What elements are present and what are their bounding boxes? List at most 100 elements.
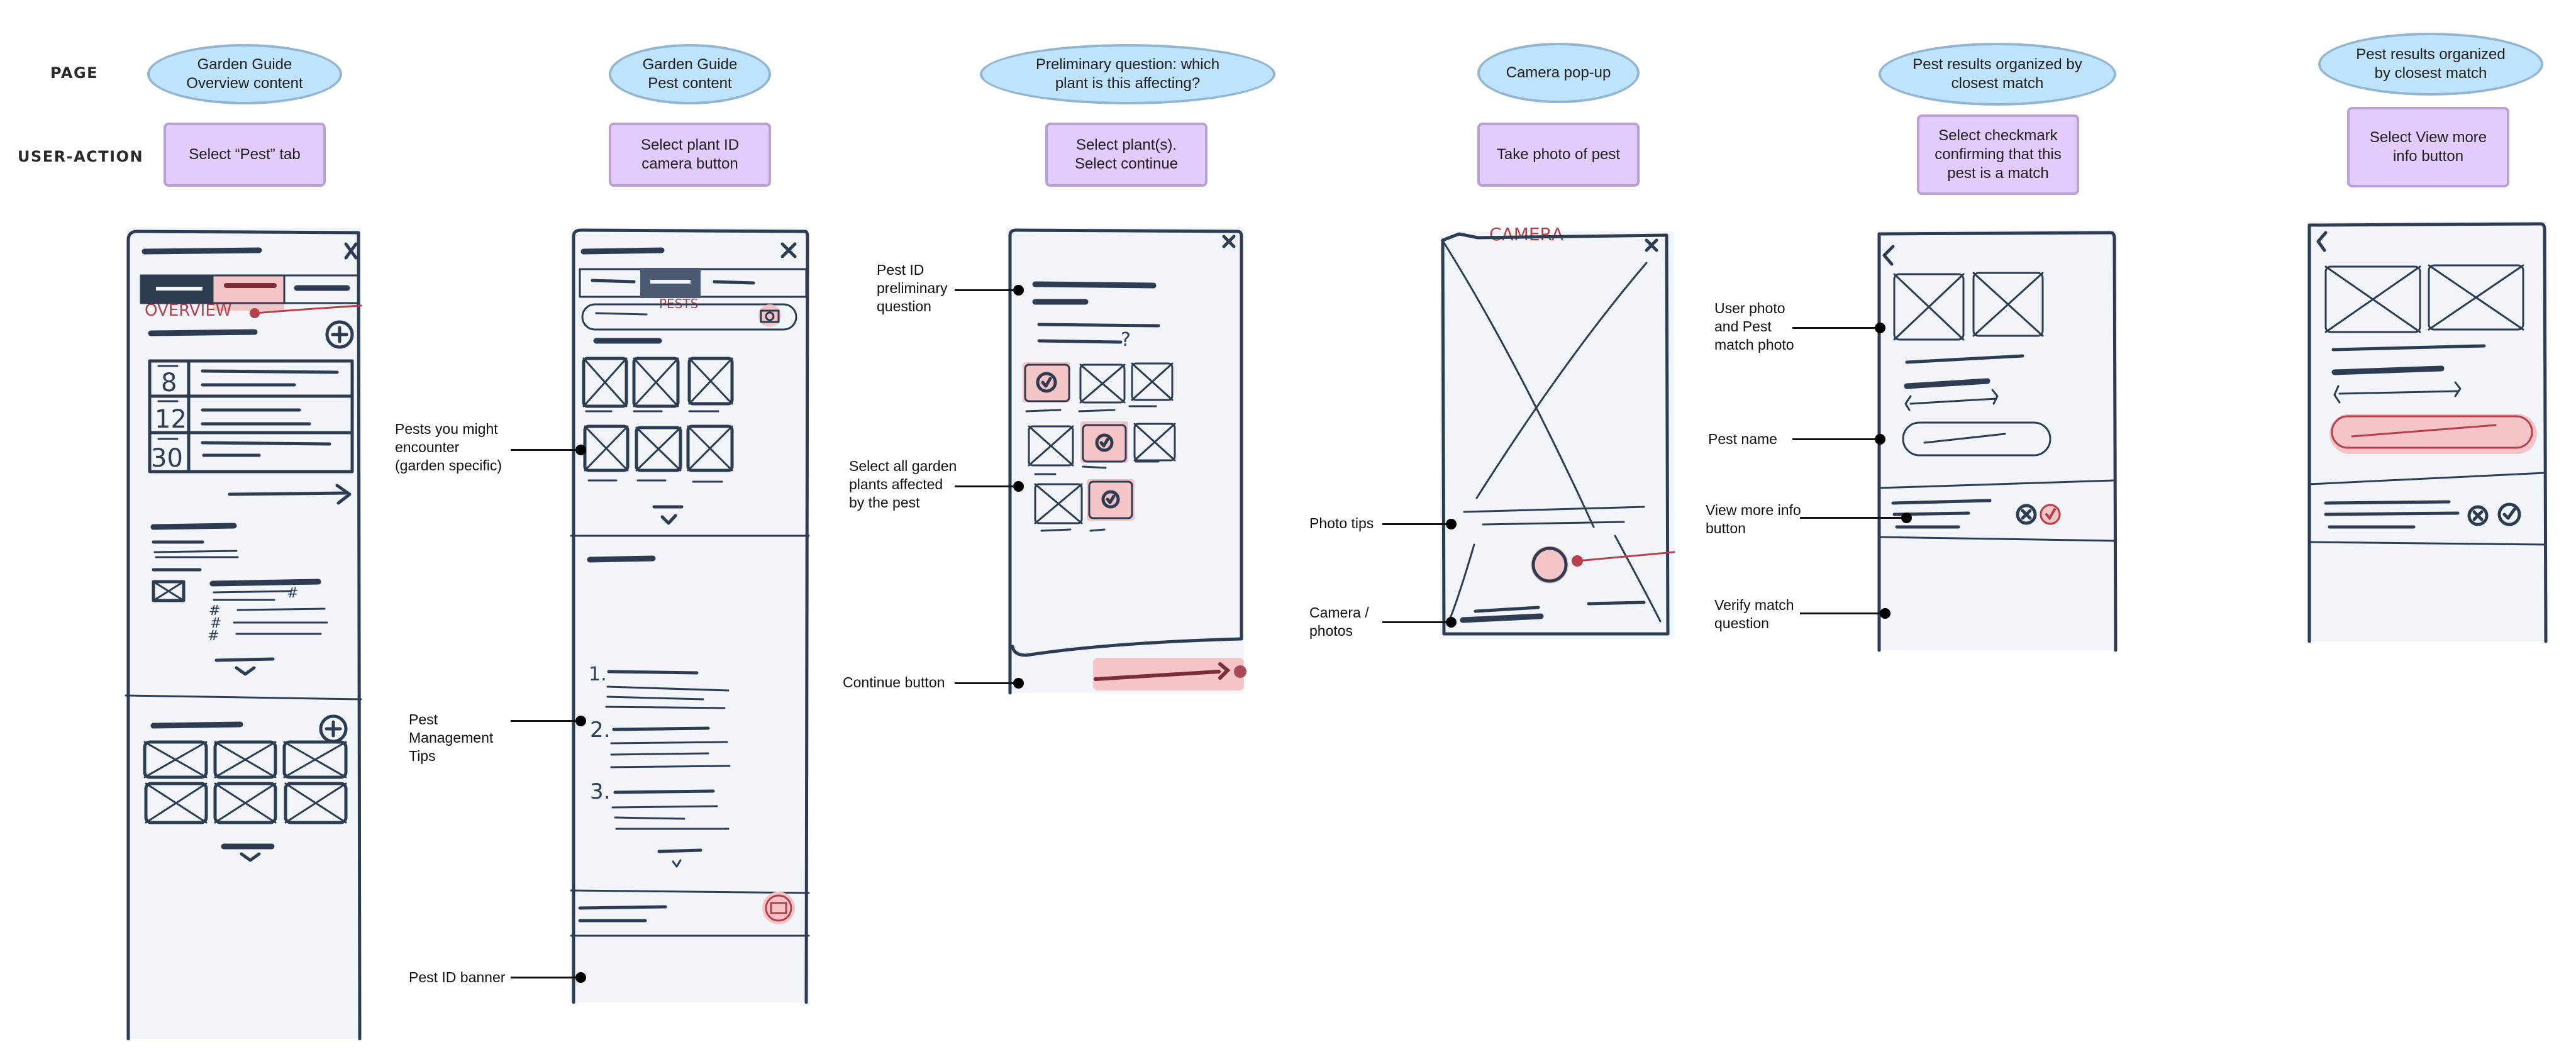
pest-match-photo bbox=[1972, 272, 2044, 337]
close-icon bbox=[1222, 235, 1236, 248]
action-node-select-view-more: Select View more info button bbox=[2347, 107, 2509, 187]
checkmark-icon bbox=[1101, 490, 1120, 509]
callout-camera-photos: Camera / photos bbox=[1309, 604, 1369, 639]
camera-annotation: CAMERA bbox=[1489, 224, 1563, 245]
pest-match-photo bbox=[2428, 264, 2524, 331]
arrow-right-icon bbox=[228, 484, 352, 505]
plant-grid bbox=[1023, 362, 1176, 532]
tip-number: 2. bbox=[590, 718, 610, 743]
callout-leader bbox=[1800, 608, 1890, 619]
day-count: 30 bbox=[151, 444, 183, 473]
wireframe-preliminary-question: ? bbox=[1008, 228, 1246, 695]
callout-leader bbox=[511, 972, 586, 983]
view-more-info-button bbox=[2329, 414, 2537, 454]
title-line bbox=[142, 247, 262, 255]
action-node-select-camera-button: Select plant ID camera button bbox=[609, 123, 771, 187]
reject-icon bbox=[2016, 504, 2037, 525]
callout-user-photo-match: User photo and Pest match photo bbox=[1714, 300, 1794, 353]
tip-number: 1. bbox=[589, 663, 607, 685]
day-count: 8 bbox=[161, 369, 177, 397]
hash-mark: # bbox=[209, 603, 220, 619]
camera-photos-toggle bbox=[1460, 613, 1544, 623]
wireframe-pest-content: PESTS 1. 2. 3. bbox=[570, 228, 810, 1004]
back-chevron-icon bbox=[1882, 245, 1895, 266]
action-node-take-photo: Take photo of pest bbox=[1477, 123, 1640, 187]
hash-mark: # bbox=[208, 628, 219, 644]
callout-photo-tips: Photo tips bbox=[1309, 515, 1374, 531]
callout-leader bbox=[511, 445, 586, 455]
row-label-user-action: USER-ACTION bbox=[18, 148, 144, 165]
question-mark: ? bbox=[1121, 329, 1131, 351]
callout-verify-match-question: Verify match question bbox=[1714, 597, 1794, 631]
wireframe-pest-results-drawing bbox=[1877, 231, 2118, 652]
tip-number: 3. bbox=[590, 779, 610, 804]
callout-leader bbox=[511, 716, 586, 726]
pest-id-camera-button-highlight bbox=[762, 892, 795, 924]
overview-annotation: OVERVIEW bbox=[145, 301, 231, 320]
camera-icon bbox=[760, 309, 780, 323]
callout-pest-name: Pest name bbox=[1708, 431, 1777, 447]
image-placeholder bbox=[152, 580, 186, 602]
search-bar bbox=[581, 303, 797, 331]
pest-grid bbox=[582, 357, 734, 483]
wireframe-pest-results bbox=[1877, 230, 2118, 652]
view-more-info-button bbox=[1902, 421, 2051, 457]
close-icon bbox=[344, 242, 358, 260]
chevron-down-icon bbox=[660, 514, 677, 525]
chevron-down-icon bbox=[235, 666, 256, 676]
tab-pests-highlight bbox=[213, 275, 284, 311]
wireframe-preliminary-question-drawing: ? bbox=[1008, 228, 1246, 695]
photo-grid bbox=[143, 740, 348, 824]
action-node-select-checkmark: Select checkmark confirming that this pe… bbox=[1917, 114, 2079, 195]
callout-pest-id-banner: Pest ID banner bbox=[409, 969, 506, 985]
page-node-preliminary-question: Preliminary question: which plant is thi… bbox=[980, 44, 1275, 104]
page-node-camera-popup: Camera pop-up bbox=[1477, 43, 1640, 103]
checkmark-icon bbox=[1036, 372, 1057, 393]
callout-pest-management-tips: Pest Management Tips bbox=[409, 711, 494, 764]
wireframe-camera-popup: CAMERA bbox=[1440, 224, 1675, 639]
user-photo bbox=[1893, 273, 1965, 341]
page-node-pest-results: Pest results organized by closest match bbox=[1879, 43, 2116, 106]
confirm-checkmark-icon bbox=[2040, 504, 2061, 525]
action-node-select-pest-tab: Select “Pest” tab bbox=[164, 123, 326, 187]
page-node-overview: Garden Guide Overview content bbox=[147, 44, 342, 104]
row-label-page: PAGE bbox=[50, 64, 99, 82]
confirm-checkmark-icon bbox=[2497, 502, 2521, 526]
callout-view-more-info-button: View more info button bbox=[1706, 502, 1801, 536]
close-icon bbox=[780, 242, 797, 258]
day-count: 12 bbox=[155, 405, 187, 434]
hash-mark: # bbox=[287, 585, 298, 601]
callout-pests-you-might-encounter: Pests you might encounter (garden specif… bbox=[395, 421, 502, 474]
callout-leader bbox=[1792, 434, 1885, 445]
close-icon bbox=[1645, 238, 1658, 252]
wireframe-overview-drawing: OVERVIEW 8 12 30 # # # # bbox=[125, 230, 362, 1041]
user-photo bbox=[2324, 265, 2421, 333]
add-icon bbox=[325, 320, 354, 349]
pest-name bbox=[2331, 365, 2445, 375]
callout-leader bbox=[1382, 617, 1457, 628]
callout-leader bbox=[1382, 519, 1457, 529]
callout-select-garden-plants: Select all garden plants affected by the… bbox=[849, 458, 957, 511]
checkmark-icon bbox=[1095, 433, 1114, 452]
callout-leader bbox=[1792, 323, 1885, 333]
back-chevron-icon bbox=[2316, 231, 2328, 252]
chevron-down-icon bbox=[240, 852, 261, 862]
action-node-select-plants: Select plant(s). Select continue bbox=[1045, 123, 1208, 187]
chevron-down-icon bbox=[672, 859, 682, 868]
wireframe-pest-content-drawing: PESTS 1. 2. 3. bbox=[570, 228, 810, 1004]
wireframe-pest-results-view-more-drawing bbox=[2307, 222, 2548, 643]
wireframe-camera-popup-drawing: CAMERA bbox=[1441, 224, 1675, 636]
page-node-pest-content: Garden Guide Pest content bbox=[609, 44, 771, 104]
callout-continue-button: Continue button bbox=[843, 674, 945, 690]
callout-leader bbox=[1800, 513, 1912, 523]
wireframe-overview: OVERVIEW 8 12 30 # # # # bbox=[125, 228, 362, 1041]
wireframe-pest-results-view-more bbox=[2307, 221, 2548, 643]
pest-name bbox=[1904, 378, 1990, 389]
callout-leader bbox=[955, 481, 1024, 492]
callout-leader bbox=[955, 678, 1024, 689]
hash-mark: # bbox=[210, 616, 221, 631]
viewfinder-placeholder bbox=[1443, 241, 1648, 528]
pest-id-banner-text bbox=[578, 905, 667, 923]
reject-icon bbox=[2467, 505, 2489, 526]
callout-pest-id-preliminary-question: Pest ID preliminary question bbox=[877, 262, 948, 314]
